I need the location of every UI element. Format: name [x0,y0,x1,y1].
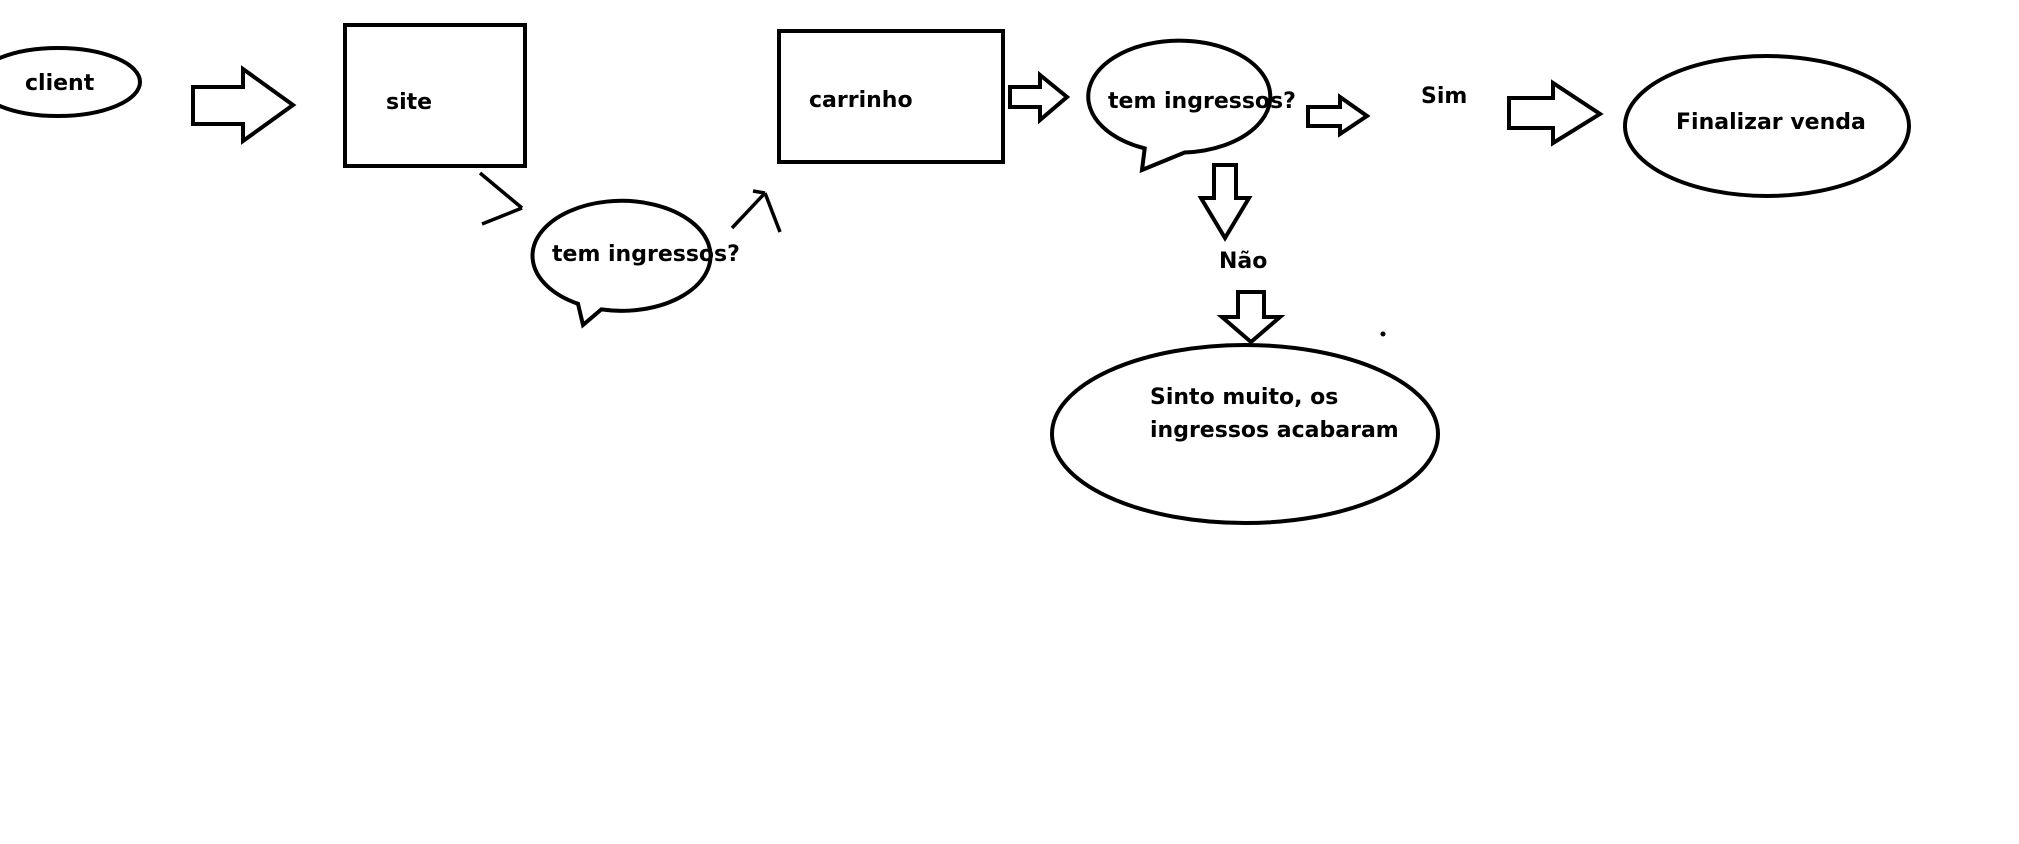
finish-label: Finalizar venda [1676,110,1866,135]
down-arrow-icon [1197,163,1253,242]
client-label: client [25,71,95,96]
question-1-node: tem ingressos? [530,198,740,329]
sold-out-ellipse [1050,343,1440,525]
diagonal-arrow-icon [478,171,524,226]
question-1-label: tem ingressos? [552,242,740,267]
right-arrow-icon [1507,79,1604,147]
client-ellipse [0,46,142,118]
no-label: Não [1219,249,1267,274]
speech-bubble-2 [1086,38,1273,174]
sold-out-label-line-2: ingressos acabaram [1150,418,1399,443]
finish-node: Finalizar venda [1623,54,1911,198]
client-node: client [0,46,142,118]
right-arrow-icon [1306,93,1371,138]
down-arrow-icon [1216,290,1286,345]
right-arrow-icon [1008,70,1071,125]
site-box [343,23,527,168]
right-arrow-icon [191,65,297,145]
site-node: site [343,23,527,168]
question-2-label: tem ingressos? [1108,89,1296,114]
cart-label: carrinho [809,88,913,113]
sold-out-label-line-1: Sinto muito, os [1150,385,1338,410]
yes-label: Sim [1421,84,1467,109]
cart-box [777,29,1005,164]
cart-node: carrinho [777,29,1005,164]
up-right-arrow-icon [730,189,782,233]
sold-out-node: Sinto muito, os ingressos acabaram [1050,343,1440,525]
question-2-node: tem ingressos? [1086,38,1296,174]
speech-bubble-1 [530,198,713,329]
finish-ellipse [1623,54,1911,198]
stray-dot [1380,331,1386,337]
site-label: site [386,90,432,115]
